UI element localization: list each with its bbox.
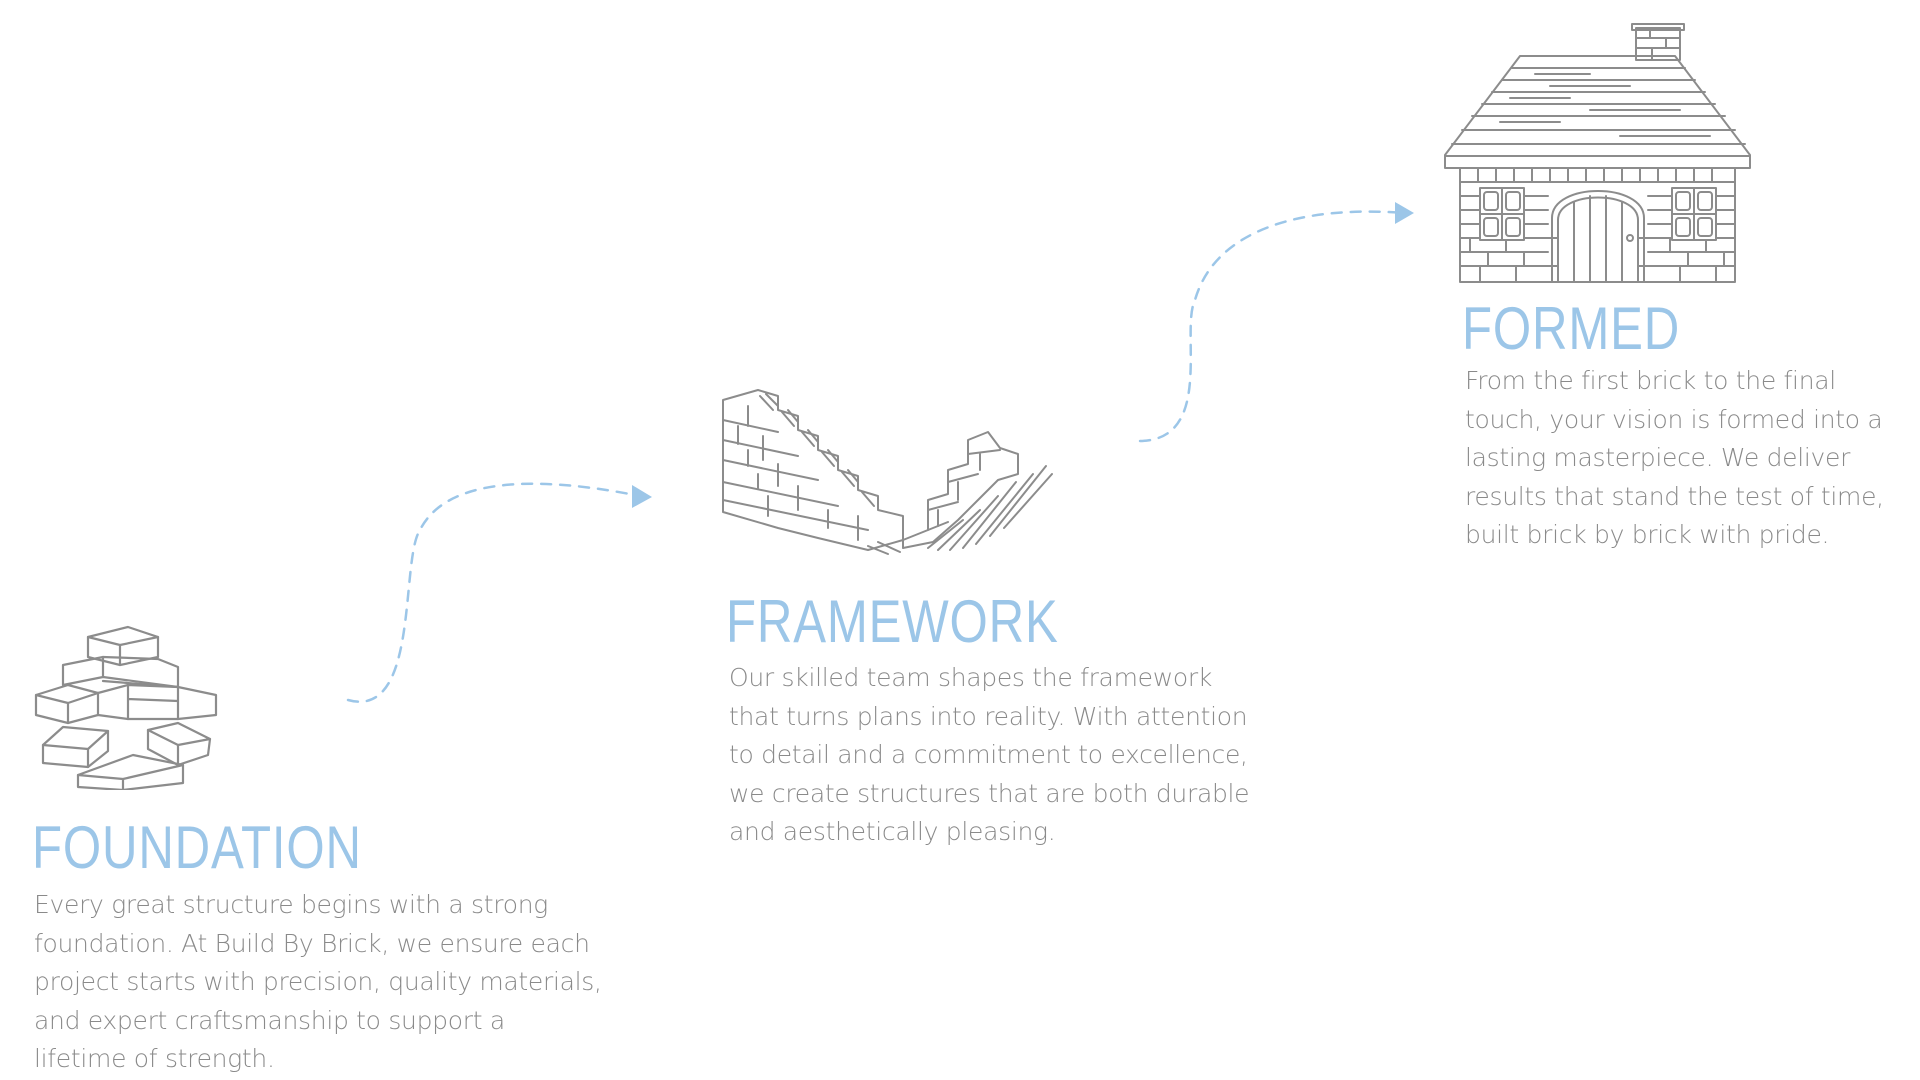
step-heading-foundation: FOUNDATION — [32, 814, 362, 881]
connector-framework-to-formed — [1138, 202, 1414, 443]
step-body-foundation: Every great structure begins with a stro… — [34, 890, 602, 1073]
step-body-formed: From the first brick to the final touch,… — [1465, 366, 1884, 549]
step-heading-formed: FORMED — [1462, 295, 1681, 362]
step-heading-framework: FRAMEWORK — [726, 588, 1059, 655]
connector-foundation-to-framework — [346, 482, 652, 703]
step-body-framework: Our skilled team shapes the framework th… — [729, 663, 1250, 846]
brick-house-icon — [1440, 20, 1755, 285]
brick-wall-icon — [718, 370, 1058, 570]
brick-pile-icon — [28, 615, 228, 790]
